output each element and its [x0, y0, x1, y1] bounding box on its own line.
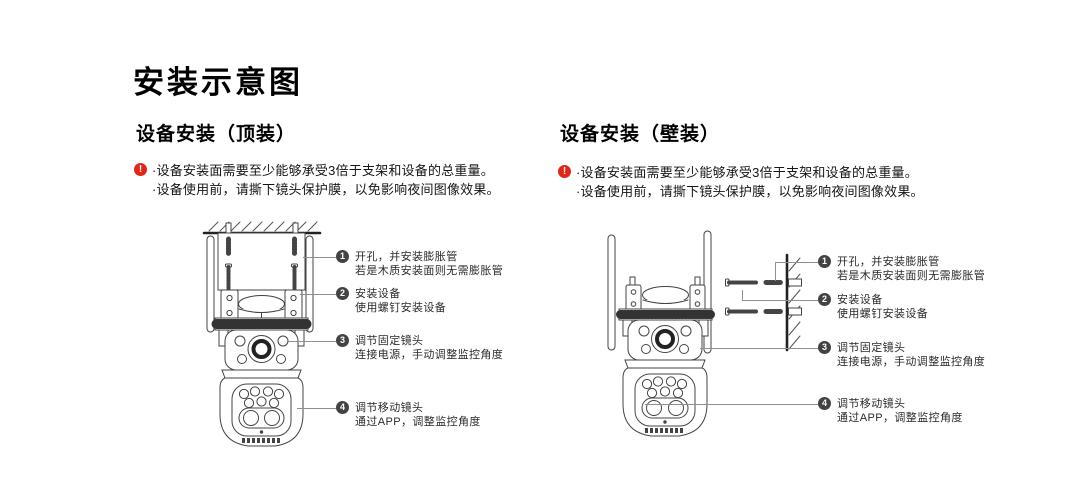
warning-line: ·设备使用前，请撕下镜头保护膜，以免影响夜间图像效果。	[576, 184, 924, 199]
mount-screws	[225, 263, 298, 292]
step-number-badge: 1	[336, 250, 349, 263]
wall-anchors	[763, 278, 802, 316]
step-title: 安装设备	[837, 294, 883, 306]
wall-mount-diagram	[598, 225, 828, 460]
separator-band	[624, 359, 706, 369]
step-number-badge: 2	[336, 287, 349, 300]
page-title: 安装示意图	[133, 65, 303, 100]
top-mount-diagram	[195, 218, 345, 458]
step-title: 安装设备	[355, 288, 401, 300]
leader-line	[775, 262, 776, 281]
mount-body	[217, 232, 306, 291]
step-title: 开孔，并安装膨胀管	[355, 251, 458, 263]
speaker-grille	[242, 438, 280, 443]
step-desc: 通过APP，调整监控角度	[355, 416, 481, 428]
leader-line	[303, 257, 336, 258]
warning-icon: !	[558, 165, 571, 178]
step-annotation: 1 开孔，并安装膨胀管 若是木质安装面则无需膨胀管	[336, 250, 503, 278]
separator-band	[221, 369, 302, 379]
ceiling-hatching	[208, 221, 318, 232]
step-annotation: 2 安装设备 使用螺钉安装设备	[336, 287, 446, 315]
fixed-lens-unit	[622, 319, 709, 361]
top-dome	[642, 286, 689, 304]
ptz-lens-unit	[622, 367, 708, 437]
step-number-badge: 4	[818, 397, 831, 410]
leader-line	[775, 262, 818, 263]
step-annotation: 2 安装设备 使用螺钉安装设备	[818, 293, 928, 321]
leader-line	[742, 300, 818, 301]
step-title: 调节固定镜头	[355, 335, 424, 347]
step-number-badge: 1	[818, 255, 831, 268]
step-desc: 连接电源，手动调整监控角度	[837, 356, 986, 368]
warning-line: ·设备安装面需要至少能够承受3倍于支架和设备的总重量。	[576, 165, 918, 180]
leader-line	[645, 404, 818, 405]
leader-line	[700, 348, 818, 349]
step-number-badge: 4	[336, 401, 349, 414]
step-desc: 若是木质安装面则无需膨胀管	[355, 265, 504, 277]
step-title: 调节移动镜头	[355, 402, 424, 414]
bracket-plates	[625, 276, 706, 312]
step-desc: 若是木质安装面则无需膨胀管	[837, 270, 986, 282]
step-title: 调节移动镜头	[837, 398, 906, 410]
bracket-plates	[220, 289, 303, 322]
step-annotation: 4 调节移动镜头 通过APP，调整监控角度	[818, 397, 963, 425]
step-annotation: 3 调节固定镜头 连接电源，手动调整监控角度	[336, 334, 503, 362]
leader-line	[288, 341, 336, 342]
step-title: 开孔，并安装膨胀管	[837, 256, 940, 268]
wall-screws	[725, 278, 758, 316]
antenna-left	[607, 234, 616, 351]
ptz-lens-unit	[219, 377, 304, 447]
leader-line	[297, 408, 336, 409]
warning-line: ·设备使用前，请撕下镜头保护膜，以免影响夜间图像效果。	[152, 182, 500, 197]
step-title: 调节固定镜头	[837, 342, 906, 354]
step-annotation: 3 调节固定镜头 连接电源，手动调整监控角度	[818, 341, 985, 369]
serrated-ring	[211, 317, 312, 331]
antenna-left	[206, 235, 215, 333]
step-desc: 使用螺钉安装设备	[355, 302, 447, 314]
step-number-badge: 3	[818, 341, 831, 354]
step-desc: 使用螺钉安装设备	[837, 308, 929, 320]
step-number-badge: 3	[336, 334, 349, 347]
antenna-right	[305, 235, 314, 333]
section-heading-wall-mount: 设备安装（壁装）	[560, 124, 721, 145]
speaker-grille	[645, 428, 683, 433]
leader-line	[742, 290, 743, 301]
warning-block: ! ·设备安装面需要至少能够承受3倍于支架和设备的总重量。 ·设备使用前，请撕下…	[558, 163, 978, 201]
fixed-lens-unit	[218, 329, 305, 371]
step-annotation: 4 调节移动镜头 通过APP，调整监控角度	[336, 401, 481, 429]
warning-line: ·设备安装面需要至少能够承受3倍于支架和设备的总重量。	[152, 163, 494, 178]
step-annotation: 1 开孔，并安装膨胀管 若是木质安装面则无需膨胀管	[818, 255, 985, 283]
serrated-ring	[616, 308, 715, 321]
warning-icon: !	[134, 163, 147, 176]
section-heading-top-mount: 设备安装（顶装）	[136, 124, 297, 145]
step-desc: 通过APP，调整监控角度	[837, 412, 963, 424]
leader-line	[300, 294, 336, 295]
step-number-badge: 2	[818, 293, 831, 306]
warning-block: ! ·设备安装面需要至少能够承受3倍于支架和设备的总重量。 ·设备使用前，请撕下…	[134, 161, 554, 199]
step-desc: 连接电源，手动调整监控角度	[355, 349, 504, 361]
expansion-tubes	[226, 236, 297, 257]
wall-hatching	[788, 257, 801, 350]
